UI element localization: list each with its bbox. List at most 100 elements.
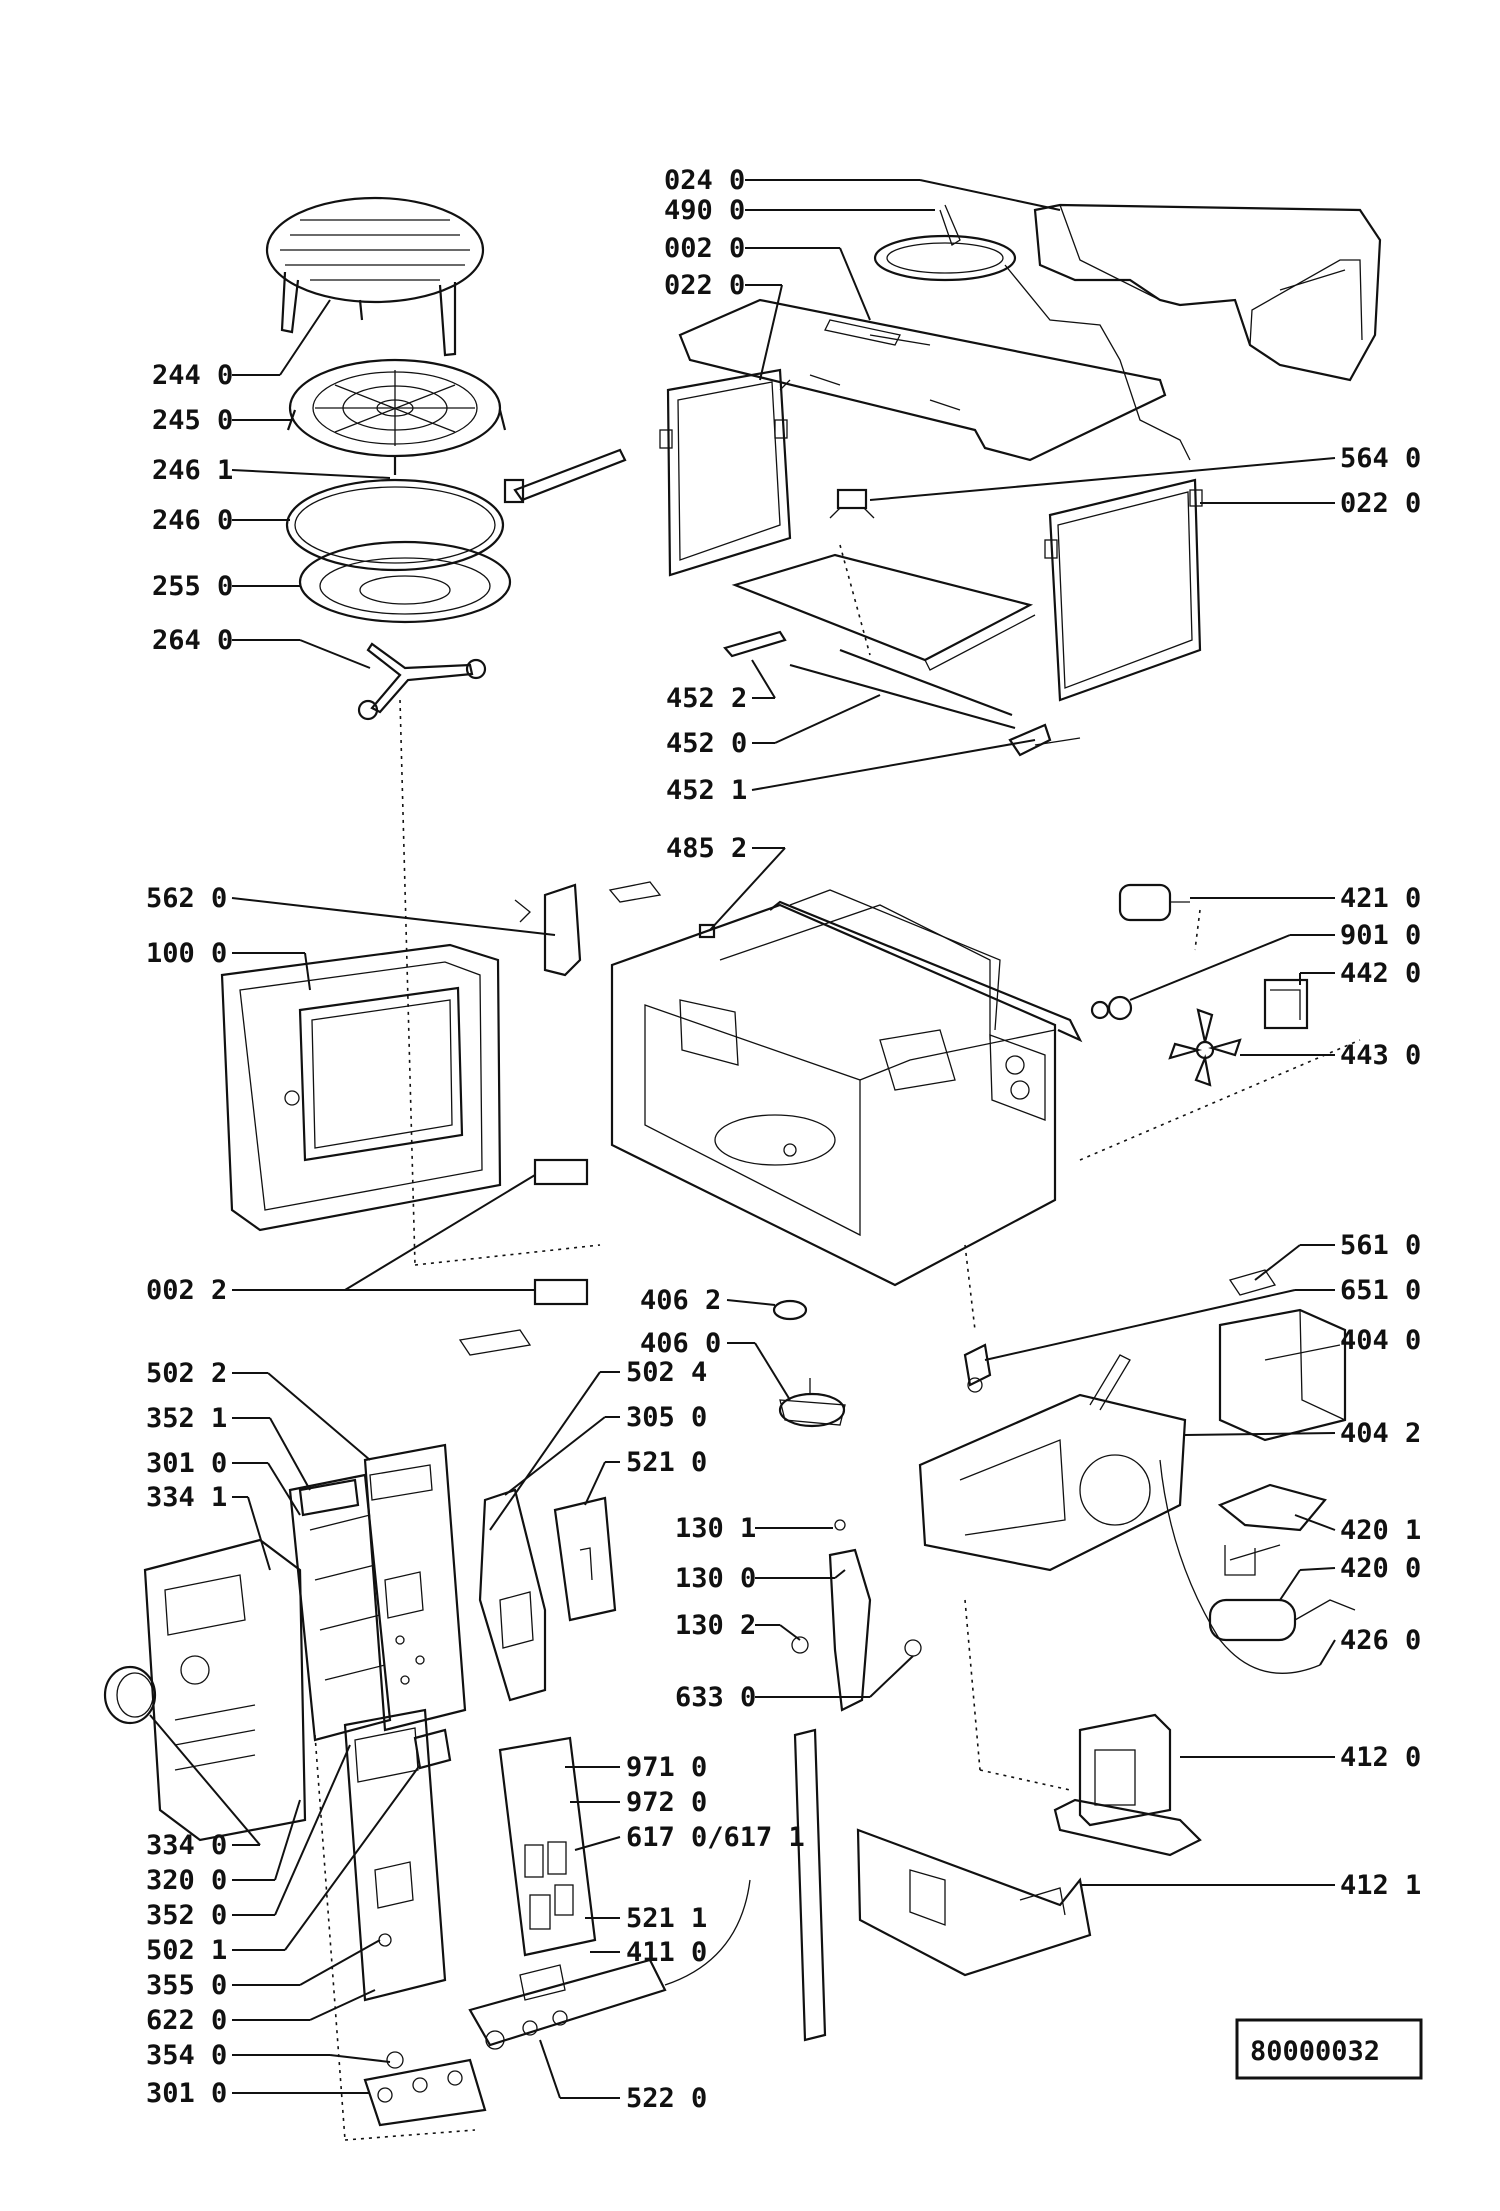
part-label: 443 0 — [1340, 1040, 1421, 1071]
bearing-901 — [1090, 995, 1133, 1021]
part-label: 352 1 — [146, 1403, 227, 1434]
bracket-561 — [1228, 1269, 1277, 1296]
part-label: 633 0 — [675, 1682, 756, 1713]
side-shield-022-right — [1044, 478, 1203, 702]
part-label: 617 0/617 1 — [626, 1822, 805, 1853]
grill-rack-244 — [265, 196, 485, 357]
part-label: 246 0 — [152, 505, 233, 536]
magnetron-404 — [1218, 1308, 1347, 1442]
motor-442 — [1263, 978, 1309, 1030]
control-fascia-334 — [143, 1538, 307, 1842]
part-label: 651 0 — [1340, 1275, 1421, 1306]
part-label: 320 0 — [146, 1865, 227, 1896]
fuse-651 — [963, 1343, 992, 1393]
part-label: 452 1 — [666, 775, 747, 806]
part-label: 420 0 — [1340, 1553, 1421, 1584]
door-100 — [220, 943, 502, 1232]
fascia-320 — [343, 1708, 447, 2002]
heating-element-452 — [723, 630, 1081, 757]
part-label: 412 0 — [1340, 1742, 1421, 1773]
fan-motor-421 — [1118, 883, 1190, 922]
part-label: 972 0 — [626, 1787, 707, 1818]
part-label: 130 1 — [675, 1513, 756, 1544]
part-label: 562 0 — [146, 883, 227, 914]
reference-code: 80000032 — [1250, 2036, 1380, 2067]
part-label: 521 1 — [626, 1903, 707, 1934]
bracket-305 — [478, 1488, 547, 1702]
part-label: 354 0 — [146, 2040, 227, 2071]
leader-lines — [149, 179, 1336, 2099]
part-label: 264 0 — [152, 625, 233, 656]
part-label: 130 0 — [675, 1563, 756, 1594]
small-parts-485 — [608, 881, 716, 939]
part-label: 022 0 — [664, 270, 745, 301]
part-label: 490 0 — [664, 195, 745, 226]
part-label: 406 0 — [640, 1328, 721, 1359]
part-label: 406 2 — [640, 1285, 721, 1316]
capacitor-420 — [1208, 1545, 1356, 1642]
knob-354 — [386, 2051, 404, 2069]
part-label: 100 0 — [146, 938, 227, 969]
latch-562 — [514, 883, 582, 977]
top-plate-002 — [678, 298, 1167, 462]
buttons-301-b — [363, 2058, 487, 2127]
pcb-502-2 — [363, 1443, 467, 1732]
part-label: 522 0 — [626, 2083, 707, 2114]
part-label: 412 1 — [1340, 1870, 1421, 1901]
part-label: 244 0 — [152, 360, 233, 391]
part-label: 334 0 — [146, 1830, 227, 1861]
turntable-rack-245 — [286, 358, 507, 475]
part-label: 002 2 — [146, 1275, 227, 1306]
wiring-loop-490 — [873, 204, 1191, 461]
part-label: 452 0 — [666, 728, 747, 759]
reference-code-box: 80000032 — [1235, 2018, 1423, 2080]
outer-cover-024 — [1033, 203, 1382, 382]
alignment-guides — [314, 544, 1361, 2141]
board-521-0 — [553, 1496, 617, 1622]
hinges-002-2 — [458, 1158, 589, 1356]
part-label: 971 0 — [626, 1752, 707, 1783]
part-labels-right: 564 0 022 0 421 0 901 0 442 0 443 0 561 … — [1340, 443, 1421, 1901]
part-label: 301 0 — [146, 2078, 227, 2109]
part-label: 334 1 — [146, 1482, 227, 1513]
oven-cavity — [610, 889, 1083, 1287]
knob-334-0 — [103, 1665, 157, 1725]
capacitor-bracket-420-1 — [1217, 1483, 1327, 1561]
part-label: 022 0 — [1340, 488, 1421, 519]
relay-board-522 — [468, 1879, 751, 2050]
display-352-1 — [298, 1478, 360, 1517]
turntable-motor-406 — [772, 1299, 846, 1428]
part-label: 421 0 — [1340, 883, 1421, 914]
part-label: 301 0 — [146, 1448, 227, 1479]
part-label: 420 1 — [1340, 1515, 1421, 1546]
part-label: 404 0 — [1340, 1325, 1421, 1356]
part-label: 442 0 — [1340, 958, 1421, 989]
heater-plate — [731, 553, 1036, 671]
waveguide-404-2 — [918, 1354, 1187, 1572]
part-label: 502 4 — [626, 1357, 707, 1388]
interlock-130 — [791, 1519, 922, 1712]
part-label: 024 0 — [664, 165, 745, 196]
part-label: 245 0 — [152, 405, 233, 436]
part-label: 130 2 — [675, 1610, 756, 1641]
part-label: 352 0 — [146, 1900, 227, 1931]
part-label: 901 0 — [1340, 920, 1421, 951]
glass-tray-255 — [298, 540, 512, 624]
part-label: 426 0 — [1340, 1625, 1421, 1656]
part-label: 561 0 — [1340, 1230, 1421, 1261]
part-label: 502 2 — [146, 1358, 227, 1389]
keypad-301 — [288, 1473, 392, 1742]
fan-blade-443 — [1168, 1008, 1242, 1087]
part-label: 485 2 — [666, 833, 747, 864]
part-label: 305 0 — [626, 1402, 707, 1433]
thermostat-564 — [829, 488, 875, 519]
part-label: 564 0 — [1340, 443, 1421, 474]
base-plate-412-1 — [856, 1828, 1092, 1977]
seal-strip — [793, 1728, 827, 2042]
part-label: 502 1 — [146, 1935, 227, 1966]
part-label: 255 0 — [152, 571, 233, 602]
coupler-264 — [357, 642, 487, 721]
roller-ring-246 — [285, 448, 627, 572]
part-labels-left: 244 0 245 0 246 1 246 0 255 0 264 0 562 … — [146, 360, 233, 2109]
